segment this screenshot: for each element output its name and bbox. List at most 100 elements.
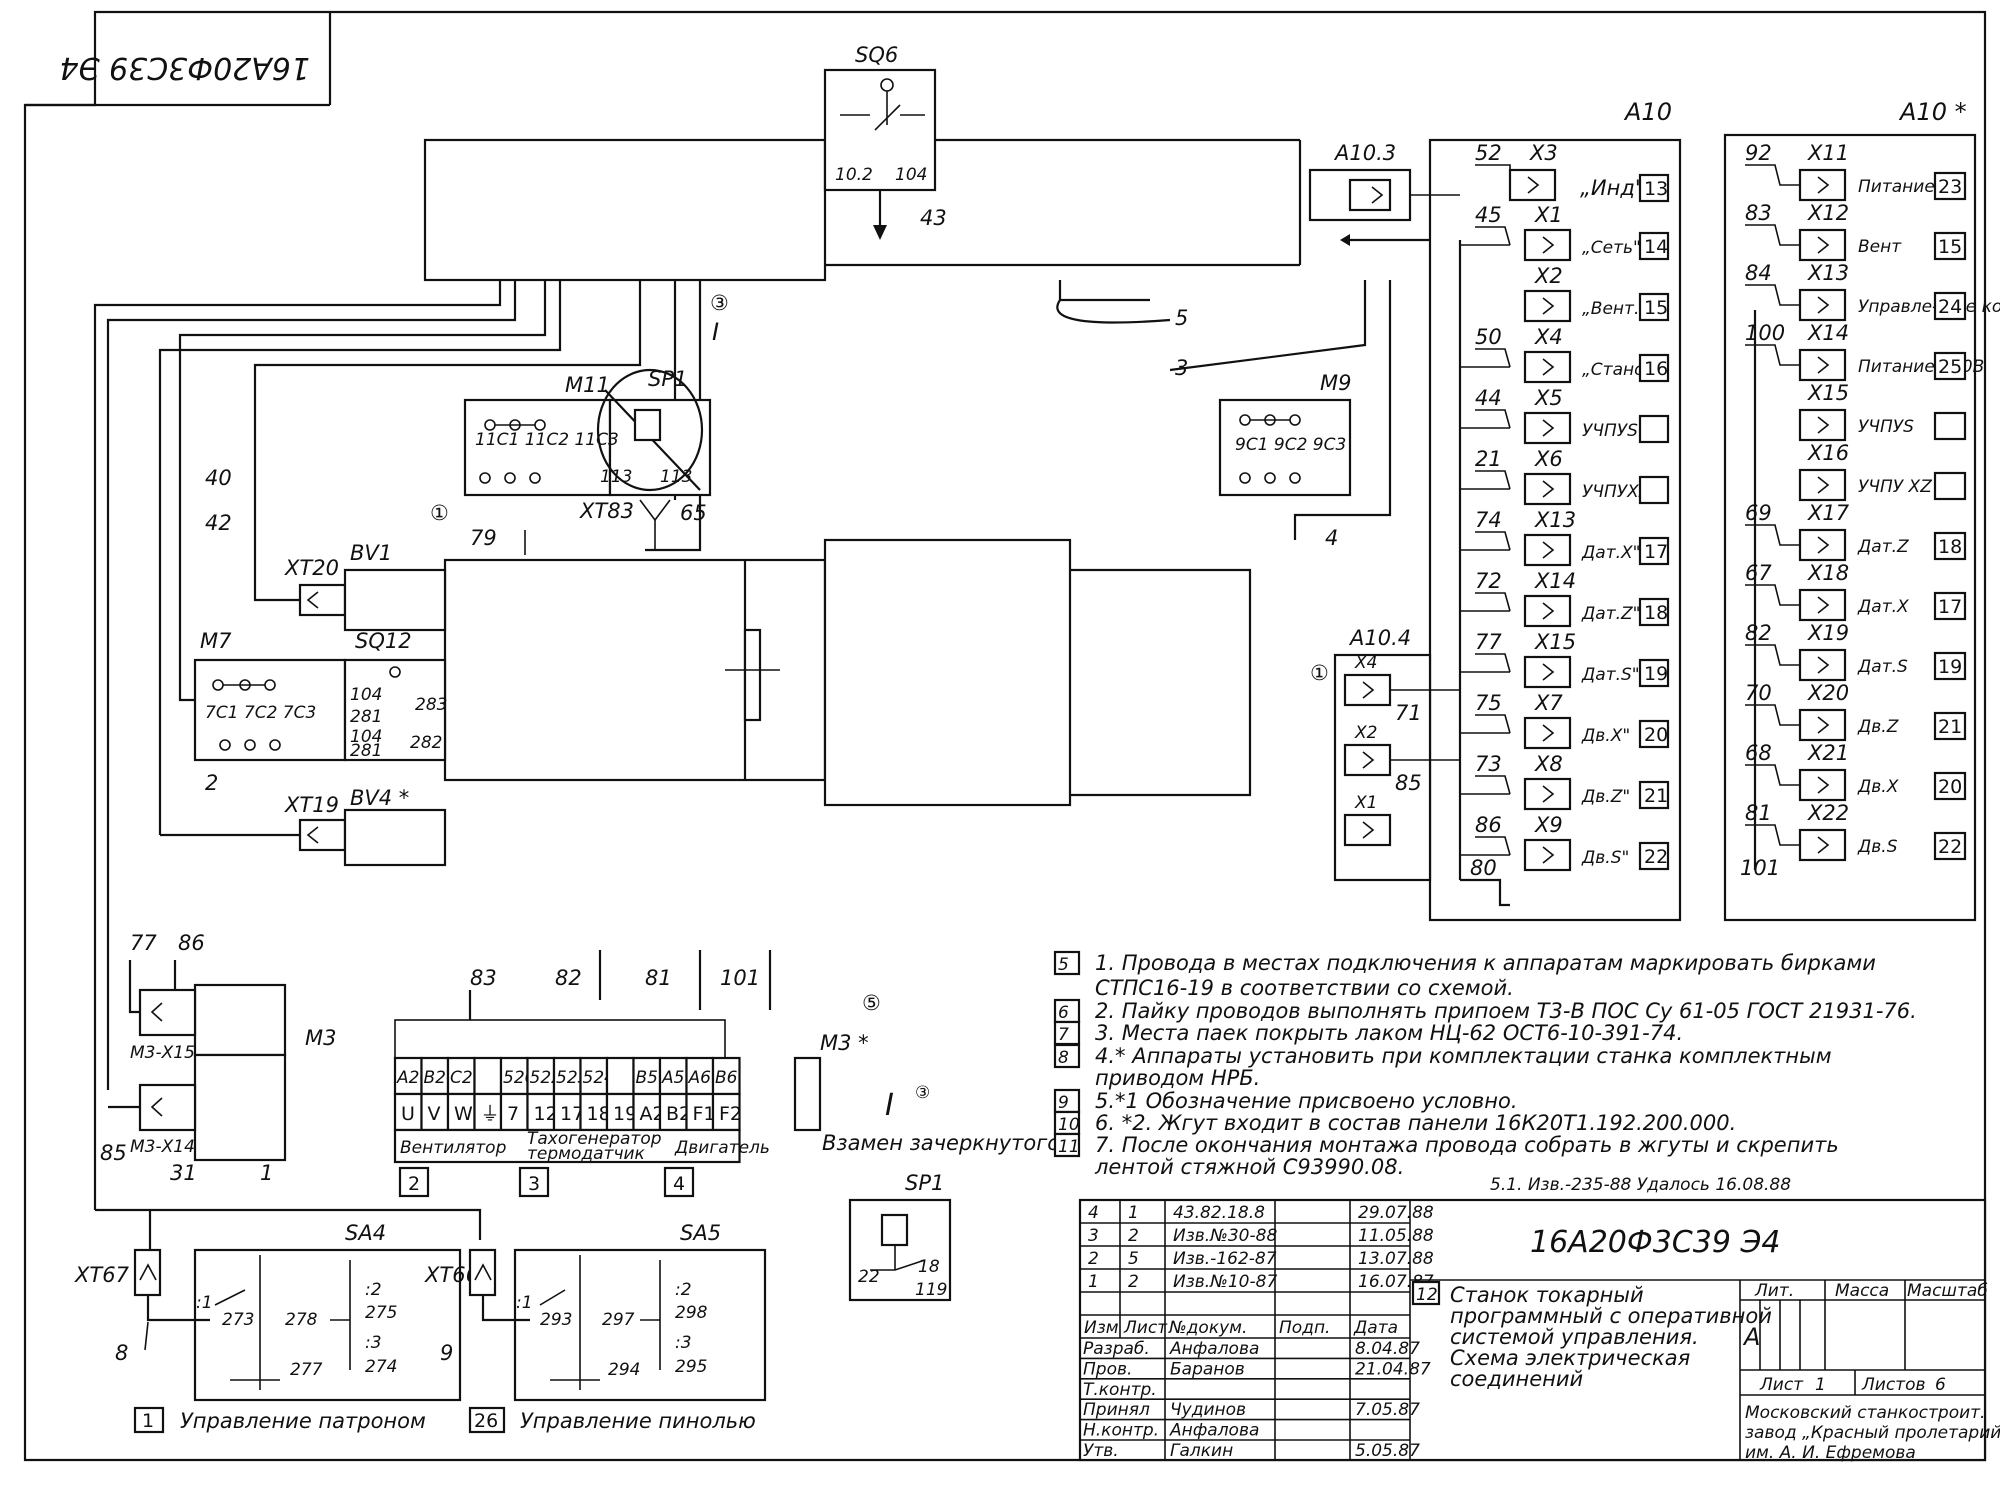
- a10-row-wire: 86: [1475, 813, 1502, 837]
- change-cell: 29.07.88: [1358, 1203, 1434, 1223]
- a10-star-row-conn: Х22: [1807, 801, 1849, 825]
- title-line: Схема электрическая: [1450, 1346, 1690, 1370]
- a10-star-row-connector: [1798, 228, 1847, 262]
- a10-4-conn: Х4: [1354, 653, 1377, 673]
- a10-row-wire: 44: [1475, 386, 1502, 410]
- sa5-n3: :3: [675, 1333, 692, 1353]
- wire-2: 2: [205, 771, 218, 795]
- a10-star-row-signal: Дв.S: [1857, 837, 1898, 857]
- sq6-pin-b: 104: [895, 165, 927, 185]
- a10-row-signal: Дв.Х": [1581, 726, 1630, 746]
- change-header: №докум.: [1168, 1318, 1247, 1338]
- role-person: Анфалова: [1169, 1421, 1259, 1441]
- a10-star-row-wire: 100: [1745, 321, 1785, 345]
- a10-star-row-conn: Х11: [1807, 141, 1849, 165]
- a10-3-label: А10.3: [1333, 141, 1396, 165]
- a10-star-row-pin: 21: [1938, 716, 1962, 738]
- a10-4-connector: [1343, 743, 1392, 777]
- change-cell: Изв.№30-88: [1173, 1226, 1277, 1246]
- i-note: Взамен зачеркнутого: [822, 1131, 1060, 1155]
- bottom-labels: 1 Управление патроном 26 Управление пино…: [133, 1406, 756, 1434]
- terminal-group-1: Вентилятор: [400, 1138, 507, 1158]
- terminal-bottom-label: А2: [640, 1103, 665, 1125]
- wire-85: 85: [100, 1141, 127, 1165]
- a10-row-connector: [1523, 594, 1572, 628]
- wire-1: 1: [260, 1161, 273, 1185]
- bv4-sensor: ХТ19 BV4 *: [160, 786, 447, 867]
- change-header: Дата: [1353, 1318, 1398, 1338]
- wire-77: 77: [130, 931, 157, 955]
- wire-9: 9: [440, 1341, 453, 1365]
- sp1b-pin-22: 22: [858, 1267, 880, 1287]
- wire-81: 81: [645, 966, 672, 990]
- xt67-label: ХТ67: [74, 1263, 130, 1287]
- a10-row-conn: Х1: [1534, 203, 1563, 227]
- note-num: 7: [1058, 1025, 1069, 1045]
- change-cell: Изв.-162-87: [1173, 1249, 1277, 1269]
- change-cell: 4: [1088, 1203, 1099, 1223]
- a10-row-conn: Х14: [1534, 569, 1576, 593]
- a10-row-conn: Х6: [1534, 447, 1563, 471]
- terminal-top-label: А5: [661, 1068, 684, 1088]
- sa4-n3: :3: [365, 1333, 382, 1353]
- change-cell: 1: [1128, 1203, 1139, 1223]
- a10-star-row-connector: [1798, 828, 1847, 862]
- a10-star-row-pin: 20: [1938, 776, 1962, 798]
- a10-row-pin: 18: [1644, 602, 1668, 624]
- role-date: 5.05.87: [1355, 1441, 1420, 1461]
- wire-79: 79: [470, 526, 497, 550]
- a10-star-bottom-wire: 101: [1740, 856, 1780, 880]
- sp1-pin-b: 113: [660, 467, 692, 487]
- note-text: приводом НРБ.: [1095, 1066, 1260, 1090]
- wire-4: 4: [1325, 526, 1338, 550]
- change-header: Подп.: [1279, 1318, 1330, 1338]
- a10-3-signal: „Инд": [1580, 176, 1645, 200]
- sq12-pin-c: 283: [415, 695, 447, 715]
- rotated-stamp: 16А20Ф3С39 Э4: [60, 50, 310, 85]
- title-line: программный с оперативной: [1450, 1304, 1772, 1328]
- a10-star-row-connector: [1798, 348, 1847, 382]
- a10-star-row-wire: 92: [1745, 141, 1772, 165]
- i-mark: I: [885, 1088, 894, 1123]
- i-ref: ③: [915, 1083, 930, 1103]
- m3-x14-label: М3-Х14: [130, 1137, 195, 1157]
- bv1-label: BV1: [350, 541, 392, 565]
- role-person: Чудинов: [1170, 1400, 1246, 1420]
- a10-row-pin: 20: [1644, 724, 1668, 746]
- a10-row-pin: 22: [1644, 846, 1668, 868]
- sheets-label: Листов: [1861, 1375, 1926, 1395]
- terminal-bottom-label: 19: [613, 1103, 637, 1125]
- a10-star-row-signal: Дат.Z: [1857, 537, 1909, 557]
- a10-star-row-conn: Х13: [1807, 261, 1849, 285]
- terminal-top-label: А6: [688, 1068, 712, 1088]
- a10-star-row-connector: [1798, 468, 1847, 502]
- sa4-277: 277: [290, 1360, 323, 1380]
- sheet-label: Лист: [1759, 1375, 1804, 1395]
- change-cell: 3: [1088, 1226, 1099, 1246]
- role-name: Т.контр.: [1083, 1380, 1157, 1400]
- a10-row-connector: [1523, 716, 1572, 750]
- scale-header: Масштаб: [1907, 1281, 1988, 1301]
- a10-row-conn: Х9: [1534, 813, 1563, 837]
- organization-line: завод „Красный пролетарий": [1745, 1423, 2000, 1443]
- note-text: 3. Места паек покрыть лаком НЦ-62 ОСТ6-1…: [1095, 1021, 1683, 1045]
- role-name: Пров.: [1083, 1359, 1132, 1379]
- a10-row-connector: [1523, 838, 1572, 872]
- change-cell: 2: [1128, 1226, 1139, 1246]
- organization-line: им. А. И. Ефремова: [1745, 1443, 1916, 1463]
- terminal-bottom-label: 7: [507, 1103, 519, 1125]
- machine-upper-body: [423, 138, 1302, 282]
- sheets-number: 6: [1935, 1375, 1946, 1395]
- a10-star-row-conn: Х20: [1807, 681, 1849, 705]
- sq6-label: SQ6: [855, 43, 898, 67]
- ref-i: I: [712, 318, 719, 346]
- terminal-group-2b: термодатчик: [527, 1144, 646, 1164]
- a10-3-wire: 52: [1475, 141, 1502, 165]
- a10-row-wire: 77: [1475, 630, 1502, 654]
- title-line: соединений: [1450, 1367, 1583, 1391]
- a10-star-row-wire: 81: [1745, 801, 1772, 825]
- ref-5: ⑤: [862, 991, 881, 1015]
- a10-row-connector: [1523, 472, 1572, 506]
- sp1b-pin-18: 18: [918, 1257, 940, 1277]
- machine-spindle: [443, 538, 1252, 807]
